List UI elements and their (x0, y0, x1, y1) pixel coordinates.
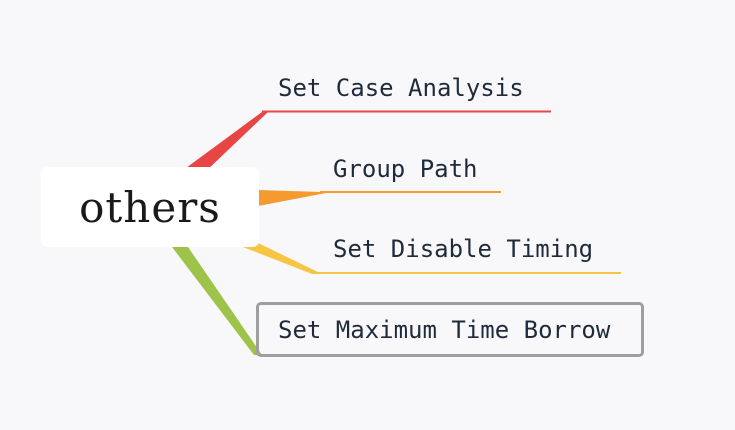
branch-node-set-disable-timing[interactable]: Set Disable Timing (333, 237, 593, 261)
branch-label: Group Path (333, 155, 478, 183)
branch-connector-set-maximum-time-borrow (172, 247, 262, 355)
branch-connector-set-case-analysis (186, 112, 268, 172)
branch-label: Set Maximum Time Borrow (278, 315, 611, 344)
branch-node-group-path[interactable]: Group Path (333, 157, 478, 181)
branch-connector-group-path (258, 190, 326, 206)
branch-connector-set-disable-timing (243, 243, 320, 274)
branch-label: Set Case Analysis (278, 74, 524, 102)
branch-label: Set Disable Timing (333, 235, 594, 263)
branch-node-set-maximum-time-borrow[interactable]: Set Maximum Time Borrow (256, 302, 644, 357)
root-node-label: others (79, 182, 221, 232)
root-node[interactable]: others (41, 167, 259, 247)
branch-node-set-case-analysis[interactable]: Set Case Analysis (278, 76, 524, 100)
